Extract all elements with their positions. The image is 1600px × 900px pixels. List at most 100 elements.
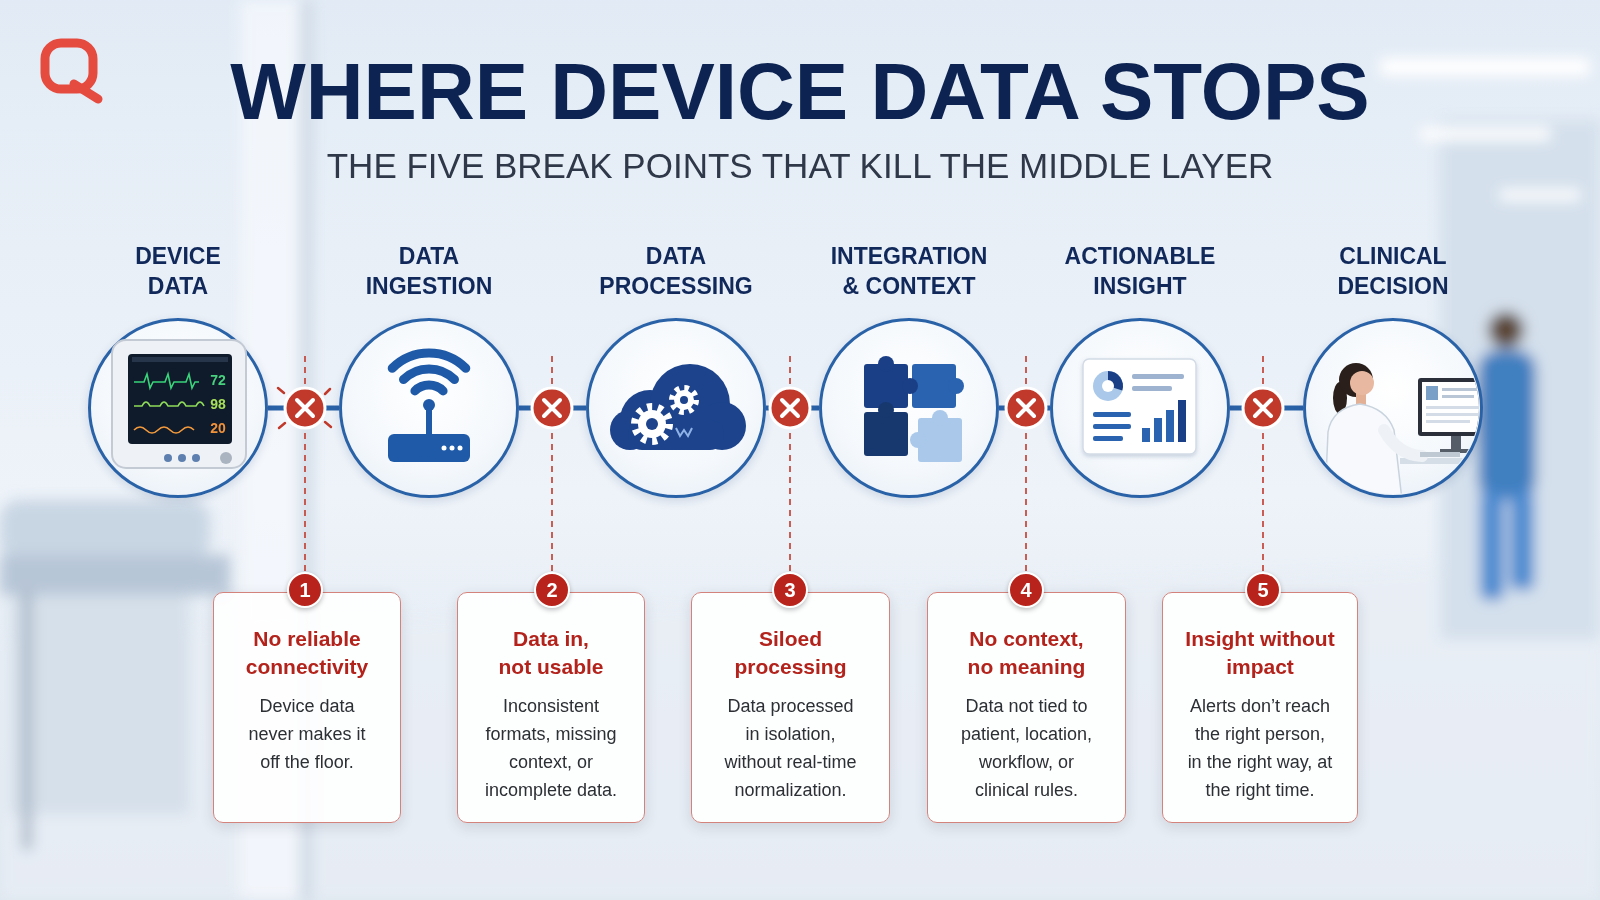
screen-line	[1426, 406, 1484, 409]
patient-monitor-icon	[112, 340, 246, 468]
cloud-lobe	[698, 402, 746, 450]
break-heading: No context, no meaning	[957, 625, 1097, 681]
router-led	[450, 446, 455, 451]
x-cross	[544, 400, 560, 416]
router-led	[458, 446, 463, 451]
connector-line	[268, 406, 339, 411]
break-description: Data not tied to patient, location, work…	[954, 692, 1099, 804]
stage-circle: INTEGRATION & CONTEXT	[819, 318, 999, 498]
screen-line	[1426, 420, 1470, 423]
stage-heading: INTEGRATION & CONTEXT	[822, 241, 997, 301]
break-x-mark	[1243, 388, 1283, 428]
dashboard-card	[1083, 359, 1196, 454]
stage-circle: ACTIONABLE INSIGHT	[1050, 318, 1230, 498]
connector-line	[519, 406, 586, 411]
bed-leg	[22, 590, 32, 850]
puzzle-nub	[878, 356, 894, 372]
puzzle-nub	[948, 378, 964, 394]
stage-circle: DATA INGESTION	[339, 318, 519, 498]
spo2-trace	[134, 402, 204, 406]
x-cross	[782, 400, 798, 416]
bar	[1166, 410, 1174, 442]
nurse-body	[1478, 350, 1536, 500]
break-point-box: No reliable connectivityDevice data neve…	[213, 592, 401, 823]
gear-teeth	[635, 407, 669, 441]
bar	[1178, 400, 1186, 442]
vital-reading: 20	[210, 420, 226, 436]
stage-heading: CLINICAL DECISION	[1298, 241, 1488, 301]
x-disc	[770, 388, 810, 428]
cloud-mark	[676, 428, 692, 436]
puzzle-icon	[864, 356, 964, 462]
puzzle-nub	[878, 402, 894, 418]
x-cross	[1018, 400, 1034, 416]
monitor-stand	[1451, 436, 1461, 450]
break-x-mark	[285, 388, 325, 428]
puzzle-nub	[910, 432, 926, 448]
break-x-mark	[1006, 388, 1046, 428]
break-heading: Insight without impact	[1175, 625, 1345, 681]
screen-line	[1442, 388, 1482, 391]
bar	[1142, 428, 1150, 442]
break-heading: Data in, not usable	[496, 625, 606, 681]
gear	[638, 410, 666, 438]
nurse-leg	[1510, 490, 1534, 590]
break-x-mark	[532, 388, 572, 428]
cloud-lobe	[650, 364, 730, 444]
monitor-button	[192, 454, 200, 462]
break-description: Data processed in isolation, without rea…	[721, 692, 860, 804]
wifi-arc	[404, 369, 455, 380]
cloud-base	[628, 420, 724, 450]
x-disc	[1006, 388, 1046, 428]
screen-line	[1426, 413, 1484, 416]
monitor-screen	[128, 354, 232, 444]
logo-ring	[45, 43, 93, 89]
splatter-mark	[325, 389, 330, 394]
bar	[1154, 418, 1162, 442]
break-description: Alerts don’t reach the right person, in …	[1188, 692, 1333, 804]
diagram-title: WHERE DEVICE DATA STOPS	[0, 52, 1600, 132]
router-led	[442, 446, 447, 451]
stage-heading: ACTIONABLE INSIGHT	[1045, 241, 1235, 301]
callout-number: 2	[534, 572, 570, 608]
keyboard	[1420, 452, 1460, 457]
dashboard-icon	[1083, 359, 1196, 454]
break-x-mark	[770, 388, 810, 428]
cloud-gears-icon	[610, 364, 746, 450]
bed-mattress	[0, 500, 210, 560]
ceiling-light	[1500, 190, 1580, 200]
leader-lines	[305, 356, 1263, 572]
connector-line	[766, 406, 819, 411]
screen-bar	[132, 357, 228, 362]
leader-line	[1262, 356, 1264, 572]
wifi-arc	[415, 385, 443, 391]
nurse-head	[1488, 312, 1524, 348]
x-cross	[297, 400, 313, 416]
leader-line	[551, 356, 553, 572]
stage-heading: DATA PROCESSING	[581, 241, 771, 301]
puzzle-nub	[902, 378, 918, 394]
ponytail	[1333, 382, 1347, 414]
puzzle-piece	[864, 412, 908, 456]
desk	[1400, 458, 1510, 464]
connector-line	[1230, 406, 1303, 411]
x-disc	[532, 388, 572, 428]
leader-line	[789, 356, 791, 572]
computer-screen	[1422, 382, 1490, 432]
pie-slice	[1108, 371, 1123, 391]
x-disc	[285, 388, 325, 428]
text-line	[1132, 374, 1184, 379]
face	[1350, 371, 1374, 395]
break-description: Device data never makes it off the floor…	[242, 692, 372, 776]
stage-circle: DEVICE DATA	[88, 318, 268, 498]
neck	[1356, 390, 1366, 406]
break-splatter	[278, 388, 331, 428]
monitor-knob	[220, 452, 232, 464]
clinician-icon	[1325, 363, 1510, 500]
puzzle-piece	[918, 418, 962, 462]
callout-number: 1	[287, 572, 323, 608]
break-x-marks	[285, 388, 1283, 428]
hair	[1339, 363, 1373, 397]
